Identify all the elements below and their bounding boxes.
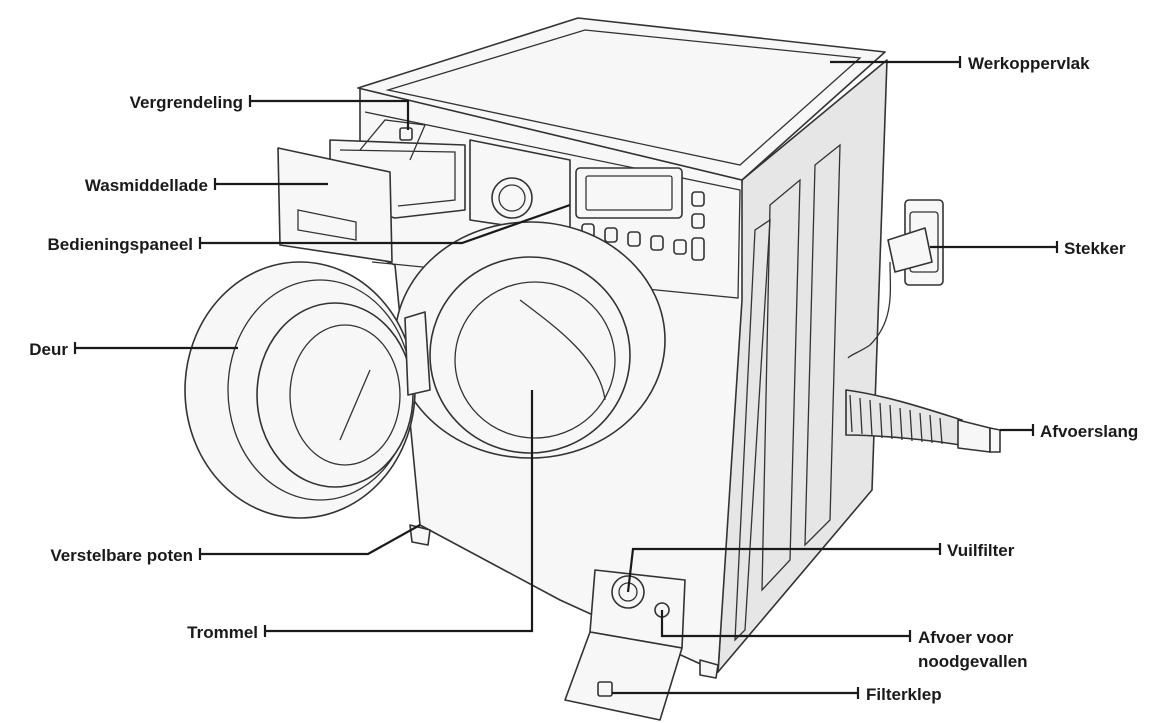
label-vergrendeling: Vergrendeling [130, 93, 243, 112]
detergent-drawer [277, 119, 466, 263]
leader-lines [73, 56, 1059, 699]
program-knob [491, 177, 533, 219]
labels: Werkoppervlak Vergrendeling Wasmiddellad… [29, 54, 1138, 704]
label-vuilfilter: Vuilfilter [947, 541, 1015, 560]
label-afvoer-noodgevallen-line2: noodgevallen [918, 652, 1028, 671]
adjustable-foot [409, 524, 431, 546]
door [184, 261, 431, 519]
label-trommel: Trommel [187, 623, 258, 642]
washing-machine-illustration [184, 17, 1001, 721]
label-stekker: Stekker [1064, 239, 1126, 258]
plug-socket [847, 199, 944, 359]
filter-flap [564, 631, 683, 721]
label-deur: Deur [29, 340, 68, 359]
label-wasmiddellade: Wasmiddellade [85, 176, 208, 195]
label-filterklep: Filterklep [866, 685, 942, 704]
drain-hose [845, 389, 1001, 453]
label-afvoer-noodgevallen-line1: Afvoer voor [918, 628, 1014, 647]
label-verstelbare-poten: Verstelbare poten [50, 546, 193, 565]
drum [429, 256, 631, 454]
label-bedieningspaneel: Bedieningspaneel [48, 235, 193, 254]
display [575, 167, 683, 219]
label-werkoppervlak: Werkoppervlak [968, 54, 1090, 73]
label-afvoerslang: Afvoerslang [1040, 422, 1138, 441]
